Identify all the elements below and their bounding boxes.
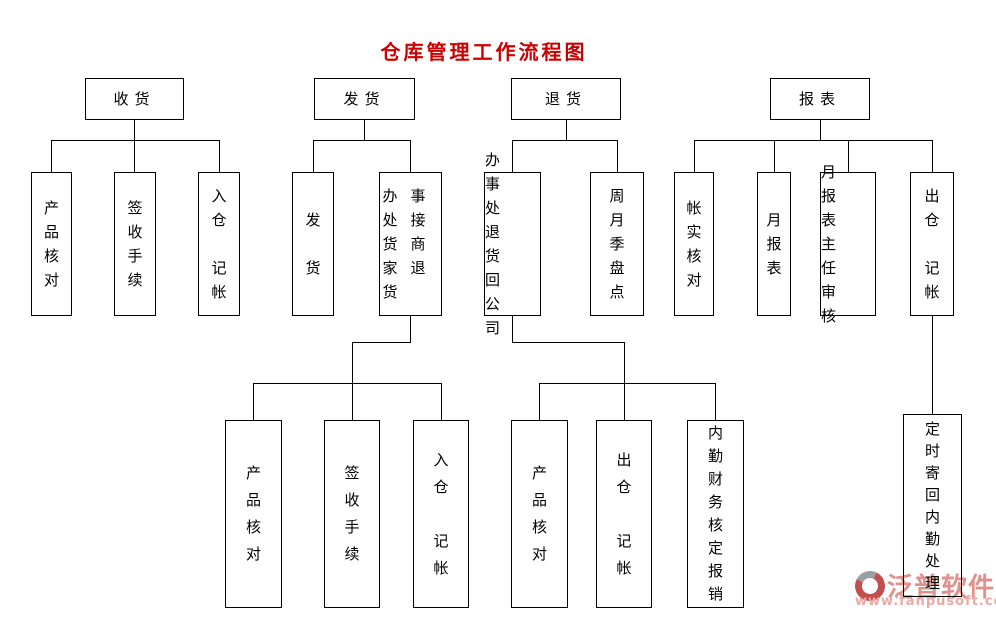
node-tuihuo: 退货 bbox=[511, 78, 621, 120]
node-fa2-qianshou-shouxu: 签 收 手 续 bbox=[324, 420, 380, 608]
connector-line bbox=[364, 120, 365, 141]
node-shou-rucang-jizhang: 入 仓 记 帐 bbox=[198, 172, 240, 316]
connector-line bbox=[352, 342, 411, 343]
connector-line bbox=[253, 384, 254, 420]
connector-line bbox=[820, 120, 821, 141]
node-tui2-neiqin-baoxiao: 内 勤 财 务 核 定 报 销 bbox=[687, 420, 744, 608]
connector-line bbox=[848, 141, 849, 172]
connector-line bbox=[352, 343, 353, 383]
connector-line bbox=[694, 141, 695, 172]
connector-line bbox=[694, 140, 933, 141]
connector-line bbox=[512, 316, 513, 343]
node-tui-banshichu-tuihuo: 办事 处退 货回 公司 bbox=[484, 151, 541, 337]
node-fa-banshichu-jiehuo: 办事 处接 货商 家退 货 bbox=[379, 172, 442, 316]
connector-line bbox=[410, 141, 411, 172]
connector-line bbox=[512, 141, 513, 172]
node-fahuo: 发货 bbox=[314, 78, 415, 120]
watermark-name: 泛普软件 bbox=[887, 573, 996, 603]
connector-line bbox=[512, 140, 618, 141]
connector-line bbox=[51, 140, 220, 141]
node-bb2-dingshi-jihui: 定 时 寄 回 内 勤 处 理 bbox=[903, 414, 962, 597]
connector-line bbox=[539, 383, 716, 384]
node-shouhuo: 收货 bbox=[85, 78, 184, 120]
node-fa2-rucang-jizhang: 入 仓 记 帐 bbox=[413, 420, 469, 608]
connector-line bbox=[134, 120, 135, 172]
connector-line bbox=[410, 316, 411, 343]
node-bb-zhangshi-hedui: 帐 实 核 对 bbox=[674, 172, 714, 316]
node-shou-chanpin-hedui: 产 品 核 对 bbox=[31, 172, 72, 316]
connector-line bbox=[715, 384, 716, 420]
connector-line bbox=[313, 141, 314, 172]
connector-line bbox=[617, 141, 618, 172]
connector-line bbox=[624, 343, 625, 383]
watermark-url: www.fanpusoft.com bbox=[855, 594, 996, 609]
node-tui2-chucang-jizhang: 出 仓 记 帐 bbox=[596, 420, 652, 608]
connector-line bbox=[441, 384, 442, 420]
connector-line bbox=[253, 383, 442, 384]
node-tui2-chanpin-hedui: 产 品 核 对 bbox=[511, 420, 568, 608]
page-title: 仓库管理工作流程图 bbox=[380, 40, 588, 64]
node-shou-qianshou-shouxu: 签 收 手 续 bbox=[114, 172, 156, 316]
node-tui-pandian: 周 月 季 盘 点 bbox=[590, 172, 644, 316]
connector-line bbox=[932, 316, 933, 414]
connector-line bbox=[932, 141, 933, 172]
connector-line bbox=[219, 141, 220, 172]
connector-line bbox=[566, 120, 567, 141]
connector-line bbox=[539, 384, 540, 420]
watermark: 泛普软件 www.fanpusoft.com bbox=[851, 567, 996, 615]
node-bb-chucang-jizhang: 出 仓 记 帐 bbox=[910, 172, 954, 316]
connector-line bbox=[313, 140, 411, 141]
node-fa-fahuo: 发 货 bbox=[292, 172, 334, 316]
node-bb-zhuren-shenhe: 月报 表主 任审 核 bbox=[820, 163, 876, 325]
connector-line bbox=[774, 141, 775, 172]
connector-line bbox=[512, 342, 625, 343]
node-baobiao: 报表 bbox=[770, 78, 870, 120]
node-bb-yuebaobiao: 月 报 表 bbox=[757, 172, 791, 316]
connector-line bbox=[51, 141, 52, 172]
node-fa2-chanpin-hedui: 产 品 核 对 bbox=[225, 420, 282, 608]
connector-line bbox=[352, 384, 353, 420]
connector-line bbox=[624, 384, 625, 420]
